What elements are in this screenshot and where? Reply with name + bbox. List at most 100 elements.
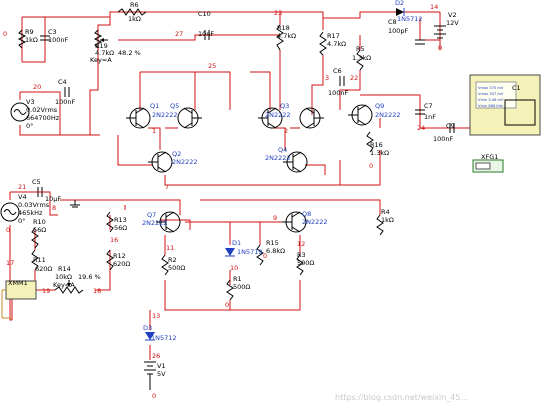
- v4-l2: 465kHz: [18, 209, 43, 217]
- q3-value: 2N2222: [265, 111, 291, 119]
- resistor-r17[interactable]: [319, 31, 327, 56]
- node-0d: 0: [6, 226, 10, 234]
- capacitor-c10[interactable]: [204, 30, 210, 40]
- r15-name: R15: [266, 239, 279, 247]
- c4-name: C4: [58, 78, 67, 86]
- v3-l1: 0.02Vrms: [26, 106, 58, 114]
- r1-value: 500Ω: [233, 283, 250, 291]
- transistor-q2[interactable]: [148, 151, 173, 173]
- transistor-q1[interactable]: [126, 107, 151, 129]
- capacitor-c6[interactable]: [339, 76, 345, 86]
- node-numbers: 0 27 23 14 0 25 22 3 20 1 2 24 0 7 21 8 …: [3, 3, 442, 400]
- r13-name: R13: [114, 216, 127, 224]
- resistor-r11[interactable]: [31, 249, 39, 271]
- diode-d3[interactable]: [145, 332, 155, 341]
- node-10: 10: [230, 264, 238, 272]
- transistor-q4[interactable]: [283, 151, 308, 173]
- resistor-r9[interactable]: [17, 29, 27, 49]
- ground-symbol: [70, 200, 80, 208]
- node-0c: 0: [369, 162, 373, 170]
- resistor-r16[interactable]: [366, 131, 374, 153]
- r17-value: 4.7kΩ: [327, 40, 346, 48]
- node-12: 12: [297, 240, 305, 248]
- q1-name: Q1: [150, 102, 159, 110]
- battery-v1[interactable]: [144, 361, 156, 390]
- capacitor-c8[interactable]: [415, 39, 425, 45]
- resistor-r4[interactable]: [376, 214, 384, 236]
- potentiometer-r14[interactable]: [54, 280, 84, 294]
- c10-name: C10: [198, 10, 211, 18]
- resistor-r2[interactable]: [161, 254, 169, 276]
- resistor-r3[interactable]: [296, 254, 304, 276]
- diode-d2[interactable]: [396, 8, 405, 16]
- resistor-r1[interactable]: [226, 279, 234, 301]
- capacitor-c4[interactable]: [64, 87, 70, 97]
- c4-value: 100nF: [55, 98, 76, 106]
- v4-l3: 0°: [18, 217, 25, 225]
- c10-value: 10nF: [198, 30, 214, 38]
- r1-name: R1: [233, 275, 242, 283]
- d1-name: D1: [232, 239, 241, 247]
- transistor-q8[interactable]: [282, 211, 307, 233]
- node-20: 20: [33, 83, 41, 91]
- transistor-q3[interactable]: [258, 107, 283, 129]
- node-8: 8: [52, 204, 56, 212]
- node-27: 27: [175, 30, 183, 38]
- potentiometer-r19[interactable]: [93, 29, 108, 49]
- resistor-r15[interactable]: [256, 244, 264, 266]
- r18-name: R18: [277, 24, 290, 32]
- node-7: 7: [165, 183, 169, 191]
- diode-d1[interactable]: [225, 248, 235, 257]
- capacitor-c9[interactable]: [449, 123, 455, 133]
- node-0g: 0: [225, 301, 229, 309]
- scope-readout-4: Vmin 868 kHz: [478, 104, 503, 108]
- r10-value: 56Ω: [33, 226, 46, 234]
- c3-value: 100nF: [48, 36, 69, 44]
- transistor-q7[interactable]: [156, 211, 181, 233]
- d2-name: D2: [395, 0, 404, 7]
- function-generator-xfg1[interactable]: [472, 159, 504, 173]
- r6-name: R6: [130, 1, 139, 9]
- r9-name: R9: [25, 28, 34, 36]
- r13-value: 56Ω: [114, 224, 127, 232]
- r19-value: 4.7kΩ: [95, 49, 114, 57]
- c9-name: C9: [446, 122, 455, 130]
- transistor-q9[interactable]: [348, 104, 373, 126]
- transistor-q5[interactable]: [177, 107, 202, 129]
- r10-name: R10: [33, 218, 46, 226]
- capacitor-c3[interactable]: [40, 35, 50, 41]
- node-22: 22: [350, 74, 358, 82]
- resistor-r6[interactable]: [117, 8, 147, 16]
- node-13: 13: [152, 312, 160, 320]
- r19-key: Key=A: [90, 56, 112, 64]
- r4-name: R4: [381, 208, 390, 216]
- battery-v2[interactable]: [434, 25, 446, 39]
- scope-readout-1: Vmax 370 mV: [478, 86, 504, 90]
- resistor-r12[interactable]: [106, 249, 114, 271]
- r2-name: R2: [168, 256, 177, 264]
- resistor-r5[interactable]: [356, 49, 364, 71]
- ac-source-v4[interactable]: [0, 202, 20, 222]
- node-19: 19: [42, 287, 50, 295]
- node-1: 1: [152, 127, 156, 135]
- q2-value: 2N2222: [172, 158, 198, 166]
- capacitor-c5[interactable]: [37, 187, 43, 197]
- multimeter-xmm1[interactable]: [1, 280, 37, 319]
- r3-value: 500Ω: [297, 259, 314, 267]
- resistor-r18[interactable]: [276, 24, 284, 51]
- transistor-q3-pair[interactable]: [299, 107, 324, 129]
- v3-l3: 0°: [26, 122, 33, 130]
- resistor-r13[interactable]: [106, 211, 114, 233]
- scope-readout-2: Vmax 307 mV: [478, 92, 504, 96]
- node-24: 24: [417, 124, 425, 132]
- capacitor-c7[interactable]: [415, 109, 425, 115]
- r18-value: 4.7kΩ: [277, 32, 296, 40]
- ac-source-v3[interactable]: [10, 102, 30, 122]
- resistor-r10[interactable]: [31, 227, 39, 249]
- v2-name: V2: [448, 11, 457, 19]
- scope-probe-box[interactable]: [469, 74, 541, 136]
- c6-name: C6: [333, 67, 342, 75]
- node-3: 3: [325, 74, 329, 82]
- c8-name: C8: [388, 18, 397, 26]
